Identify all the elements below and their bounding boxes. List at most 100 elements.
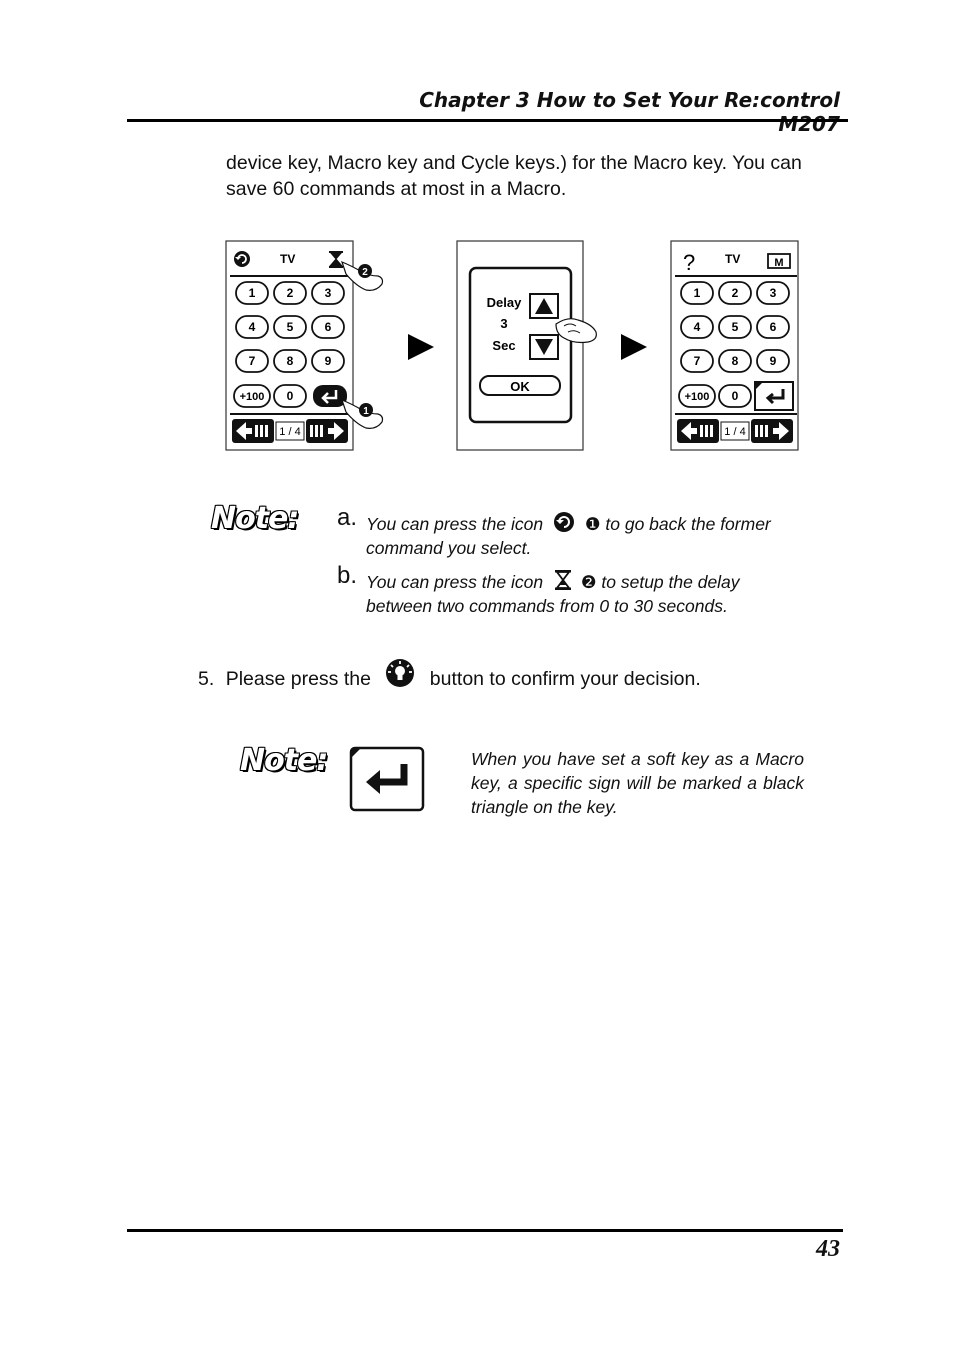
keypad-key-label: 6 (770, 320, 777, 334)
delay-unit: Sec (492, 338, 515, 353)
keypad-key-label: 5 (732, 320, 739, 334)
note-item-a-lead: a. (337, 504, 358, 531)
keypad-key-4: 4 (235, 315, 269, 339)
keypad-key-label: 9 (325, 354, 332, 368)
note-b-text: You can press the icon (366, 572, 544, 592)
keypad-key-label: 2 (287, 286, 294, 300)
prev-page-icon (232, 419, 274, 443)
page-indicator: 1 / 4 (279, 426, 300, 438)
hourglass-icon (554, 570, 571, 591)
keypad-key-2: 2 (718, 281, 752, 305)
back-icon (234, 251, 250, 267)
keypad-key-label: 4 (249, 320, 256, 334)
chapter-header: Chapter 3 How to Set Your Re:control M20… (419, 88, 840, 136)
hand-pointer-icon: 1 (341, 398, 384, 429)
keypad-key-7: 7 (235, 349, 269, 373)
callout-number-1: ❶ (584, 514, 601, 534)
keypad-key-3: 3 (311, 281, 345, 305)
note-logo: Note: (240, 743, 328, 778)
note-logo: Note: (211, 501, 299, 536)
keypad-key-plus100: +100 (678, 384, 716, 408)
delay-screen: Delay 3 Sec OK (456, 240, 597, 451)
keypad-key-label: 5 (287, 320, 294, 334)
keypad-key-5: 5 (718, 315, 752, 339)
intro-paragraph: device key, Macro key and Cycle keys.) f… (226, 150, 826, 202)
device-label: TV (725, 252, 740, 266)
decrease-icon (529, 334, 559, 360)
step-5: 5. Please press the button to confirm yo… (198, 658, 701, 693)
keypad-key-label: 1 (249, 286, 256, 300)
keypad-key-0: 0 (273, 384, 307, 408)
intro-line-2: save 60 commands at most in a Macro. (226, 178, 567, 200)
keypad-key-3: 3 (756, 281, 790, 305)
keypad-key-plus100: +100 (233, 384, 271, 408)
step-text-2: button to confirm your decision. (429, 668, 701, 690)
back-icon (553, 512, 574, 533)
intro-line-1: device key, Macro key and Cycle keys.) f… (226, 152, 802, 174)
next-page-icon (751, 419, 793, 443)
keypad-key-label: 9 (770, 354, 777, 368)
keypad-key-9: 9 (311, 349, 345, 373)
next-page-icon (306, 419, 348, 443)
device-label: TV (280, 252, 295, 266)
macro-enter-key-icon (349, 746, 425, 812)
keypad-key-label: 8 (732, 354, 739, 368)
note-a-text: You can press the icon (366, 514, 544, 534)
delay-label: Delay (487, 295, 522, 310)
keypad-key-6: 6 (311, 315, 345, 339)
page-number: 43 (816, 1236, 840, 1262)
keypad-key-2: 2 (273, 281, 307, 305)
keypad-key-8: 8 (718, 349, 752, 373)
page-indicator: 1 / 4 (724, 426, 745, 438)
macro-icon: M (767, 253, 791, 269)
keypad-key-label: 3 (770, 286, 777, 300)
keypad-key-label: 7 (249, 354, 256, 368)
note-a-text-2: to go back the former (605, 514, 771, 534)
confirm-bulb-icon (386, 658, 415, 687)
footer-rule (127, 1229, 843, 1232)
callout-number-2: ❷ (580, 572, 597, 592)
note-item-b: b. You can press the icon ❷ to setup the… (337, 564, 826, 618)
note-b-line-2: between two commands from 0 to 30 second… (366, 596, 728, 616)
keypad-key-label: 2 (732, 286, 739, 300)
keypad-key-label: 0 (287, 389, 294, 403)
delay-value: 3 (500, 316, 507, 331)
hourglass-icon (328, 251, 344, 268)
flow-arrow-2 (621, 334, 647, 360)
keypad-key-8: 8 (273, 349, 307, 373)
keypad-key-label: 0 (732, 389, 739, 403)
keypad-key-1: 1 (235, 281, 269, 305)
increase-icon (529, 293, 559, 319)
keypad-key-1: 1 (680, 281, 714, 305)
step-number: 5. (198, 668, 215, 690)
keypad-key-4: 4 (680, 315, 714, 339)
note-2-text: When you have set a soft key as a Macro … (471, 749, 804, 817)
note-item-a: a. You can press the icon ❶ to go back t… (337, 506, 826, 560)
enter-icon (313, 385, 347, 407)
note-b-text-2: to setup the delay (601, 572, 740, 592)
keypad-key-label: 1 (694, 286, 701, 300)
keypad-key-9: 9 (756, 349, 790, 373)
svg-text:M: M (774, 257, 783, 269)
hand-pointer-icon: 2 (341, 260, 384, 291)
prev-page-icon (677, 419, 719, 443)
keypad-key-0: 0 (718, 384, 752, 408)
ok-button-label: OK (510, 379, 530, 394)
hand-pointer-icon (555, 318, 597, 344)
keypad-key-label: +100 (685, 391, 710, 403)
callout-2: 2 (362, 267, 368, 278)
keypad-key-label: 4 (694, 320, 701, 334)
keypad-key-6: 6 (756, 315, 790, 339)
header-rule (127, 119, 848, 122)
keypad-key-5: 5 (273, 315, 307, 339)
keypad-key-label: 6 (325, 320, 332, 334)
keypad-key-label: 3 (325, 286, 332, 300)
step-text-1: Please press the (225, 668, 371, 690)
enter-icon (754, 381, 794, 411)
remote-screen-1: TV 1 2 3 4 5 6 7 8 9 +100 0 1 / 4 2 1 (225, 240, 384, 451)
note-item-b-lead: b. (337, 562, 358, 589)
flow-arrow-1 (408, 334, 434, 360)
keypad-key-label: +100 (240, 391, 265, 403)
note-a-line-2: command you select. (366, 538, 532, 558)
